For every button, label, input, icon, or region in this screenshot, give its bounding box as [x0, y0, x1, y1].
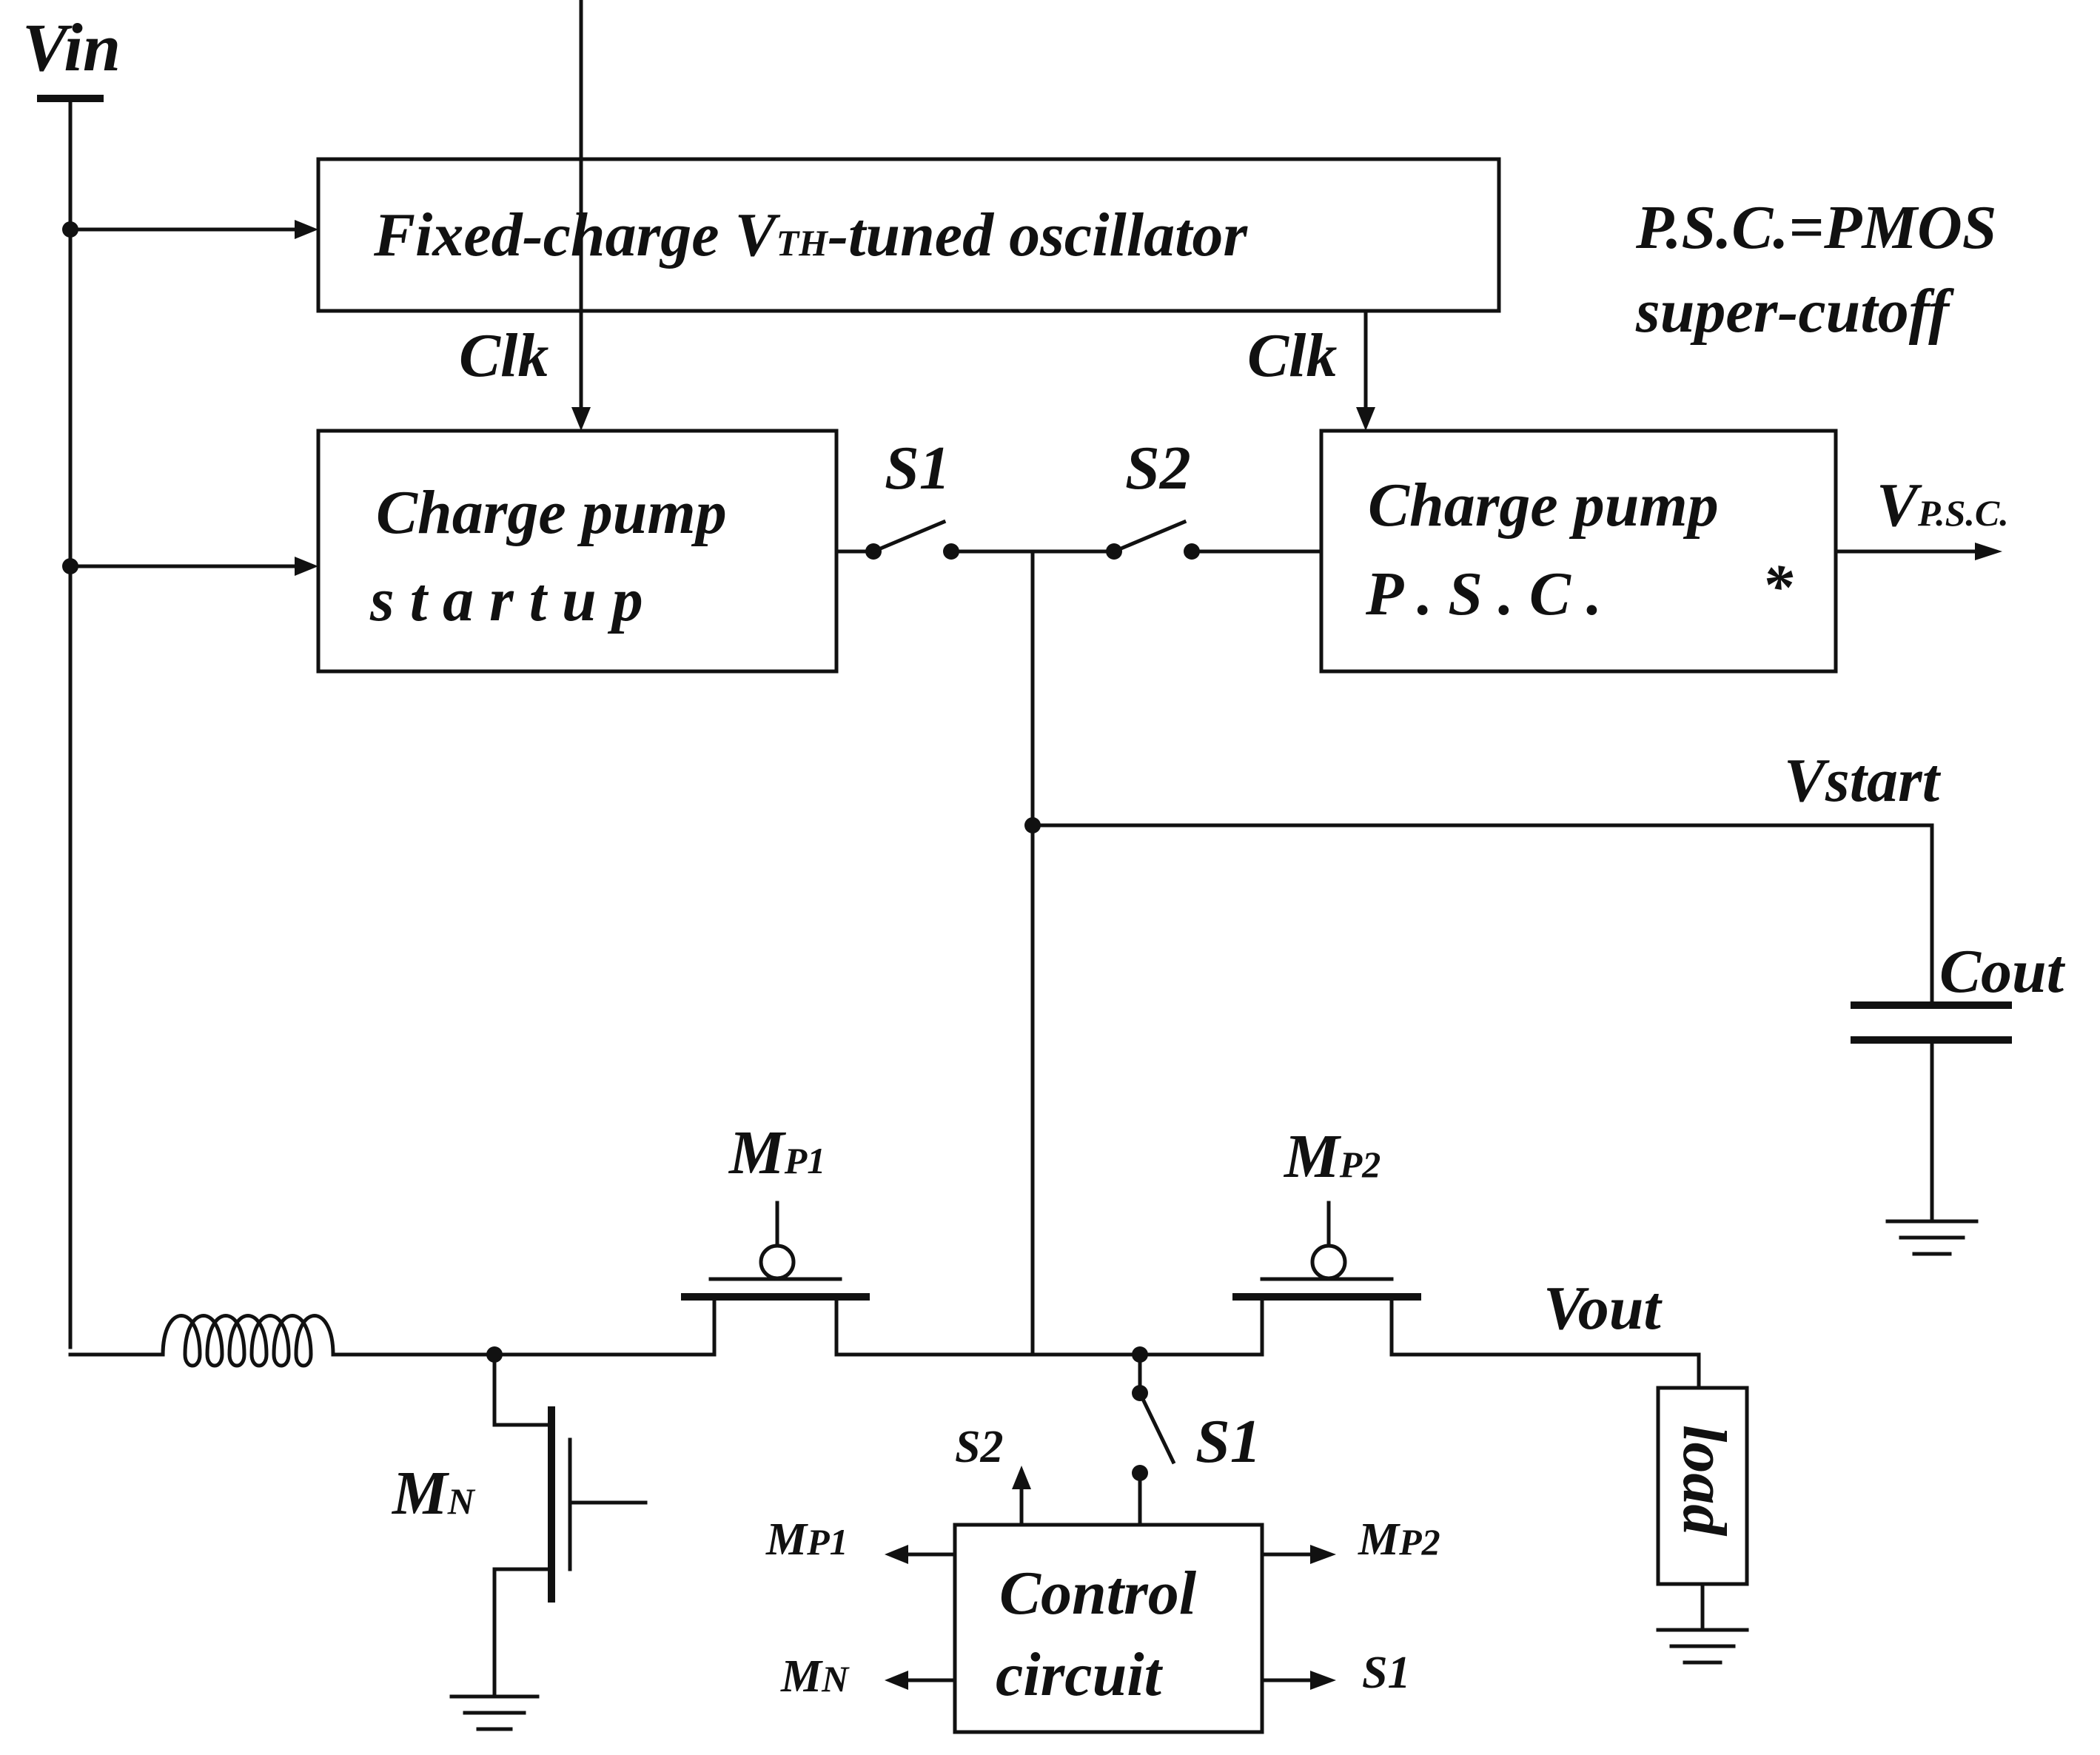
clk-left-label: Clk	[459, 321, 549, 390]
ctrl-mp2-label: MP2	[1358, 1514, 1440, 1565]
oscillator-label-sub: TH	[776, 222, 830, 264]
inductor-icon	[161, 1314, 358, 1368]
switch-s1-top	[834, 519, 1039, 560]
charge-pump-startup-line1: Charge pump	[376, 478, 727, 547]
mp1-sub: P1	[784, 1140, 826, 1181]
cout-label: Cout	[1939, 937, 2066, 1006]
control-circuit-line2: circuit	[996, 1640, 1164, 1709]
vpsc-main: V	[1876, 471, 1922, 540]
mn-transistor	[492, 1352, 648, 1697]
ctrl-mp2-arrow	[1260, 1545, 1336, 1564]
ctrl-mn-arrow	[885, 1671, 957, 1690]
vpsc-label: VP.S.C.	[1876, 471, 2009, 540]
mp1-main: M	[728, 1118, 787, 1187]
load-ground-icon	[1656, 1628, 1749, 1665]
oscillator-label: Fixed-charge VTH-tuned oscillator	[373, 201, 1248, 269]
mp2-transistor	[1232, 1201, 1701, 1390]
ctrl-mp1-label: MP1	[765, 1514, 848, 1565]
mn-label: MN	[391, 1459, 476, 1528]
mp2-sub: P2	[1339, 1144, 1381, 1185]
s2-top-label: S2	[1125, 434, 1191, 503]
ctrl-s2-arrow	[1012, 1466, 1031, 1527]
mn-sub: N	[447, 1480, 476, 1522]
psc-note-line2: super-cutoff	[1635, 277, 1954, 346]
charge-pump-psc-line2: P . S . C .	[1365, 560, 1602, 628]
clk-right-arrowhead	[1356, 407, 1375, 431]
vin-to-startup-pump-arrow	[68, 557, 318, 576]
ctrl-mn-main: M	[780, 1651, 823, 1702]
mp1-transistor	[681, 1201, 1264, 1357]
ctrl-mp2-sub: P2	[1398, 1521, 1440, 1563]
ctrl-s1-label: S1	[1362, 1648, 1410, 1698]
control-circuit-block	[953, 1523, 1264, 1734]
oscillator-label-b: -tuned oscillator	[828, 201, 1248, 269]
charge-pump-psc-block	[1319, 429, 1838, 674]
cout-ground-icon	[1885, 1219, 1979, 1256]
ctrl-s2-label: S2	[955, 1422, 1003, 1472]
vin-to-oscillator-arrow	[68, 220, 318, 239]
ctrl-mp2-main: M	[1358, 1514, 1400, 1565]
vin-label: Vin	[22, 10, 121, 85]
vpsc-sub: P.S.C.	[1917, 492, 2009, 534]
ctrl-mp1-sub: P1	[806, 1521, 848, 1563]
oscillator-label-a: Fixed-charge V	[373, 201, 781, 269]
charge-pump-startup-line2: s t a r t u p	[369, 566, 643, 634]
ctrl-mn-sub: N	[821, 1658, 850, 1699]
s1-top-label: S1	[885, 434, 950, 503]
s1-bottom-label: S1	[1195, 1407, 1261, 1476]
control-circuit-line1: Control	[999, 1559, 1197, 1628]
vstart-label: Vstart	[1784, 746, 1942, 815]
cout-capacitor	[1851, 1001, 2012, 1222]
oscillator-block	[316, 157, 1501, 313]
clk-left-arrowhead	[571, 407, 591, 431]
mp1-label: MP1	[728, 1118, 825, 1187]
ctrl-s1-arrow	[1260, 1671, 1336, 1690]
psc-note-line1: P.S.C.=PMOS	[1635, 193, 1996, 262]
ctrl-mp1-main: M	[765, 1514, 808, 1565]
vout-label: Vout	[1543, 1274, 1663, 1343]
switch-s2-top	[1034, 519, 1324, 560]
vpsc-output-arrowhead	[1975, 543, 2002, 560]
charge-pump-startup-block	[316, 429, 839, 674]
clk-right-label: Clk	[1247, 321, 1337, 390]
mn-main: M	[391, 1459, 450, 1528]
load-label: load	[1670, 1425, 1739, 1537]
switch-s1-bottom	[1132, 1352, 1176, 1527]
ctrl-mn-label: MN	[780, 1651, 850, 1702]
ctrl-mp1-arrow	[885, 1545, 957, 1564]
charge-pump-psc-star: *	[1762, 552, 1794, 621]
mp2-label: MP2	[1283, 1122, 1381, 1191]
mp2-main: M	[1283, 1122, 1342, 1191]
vin-rail	[37, 95, 104, 1349]
mn-ground-icon	[449, 1694, 540, 1731]
charge-pump-psc-line1: Charge pump	[1368, 471, 1719, 540]
